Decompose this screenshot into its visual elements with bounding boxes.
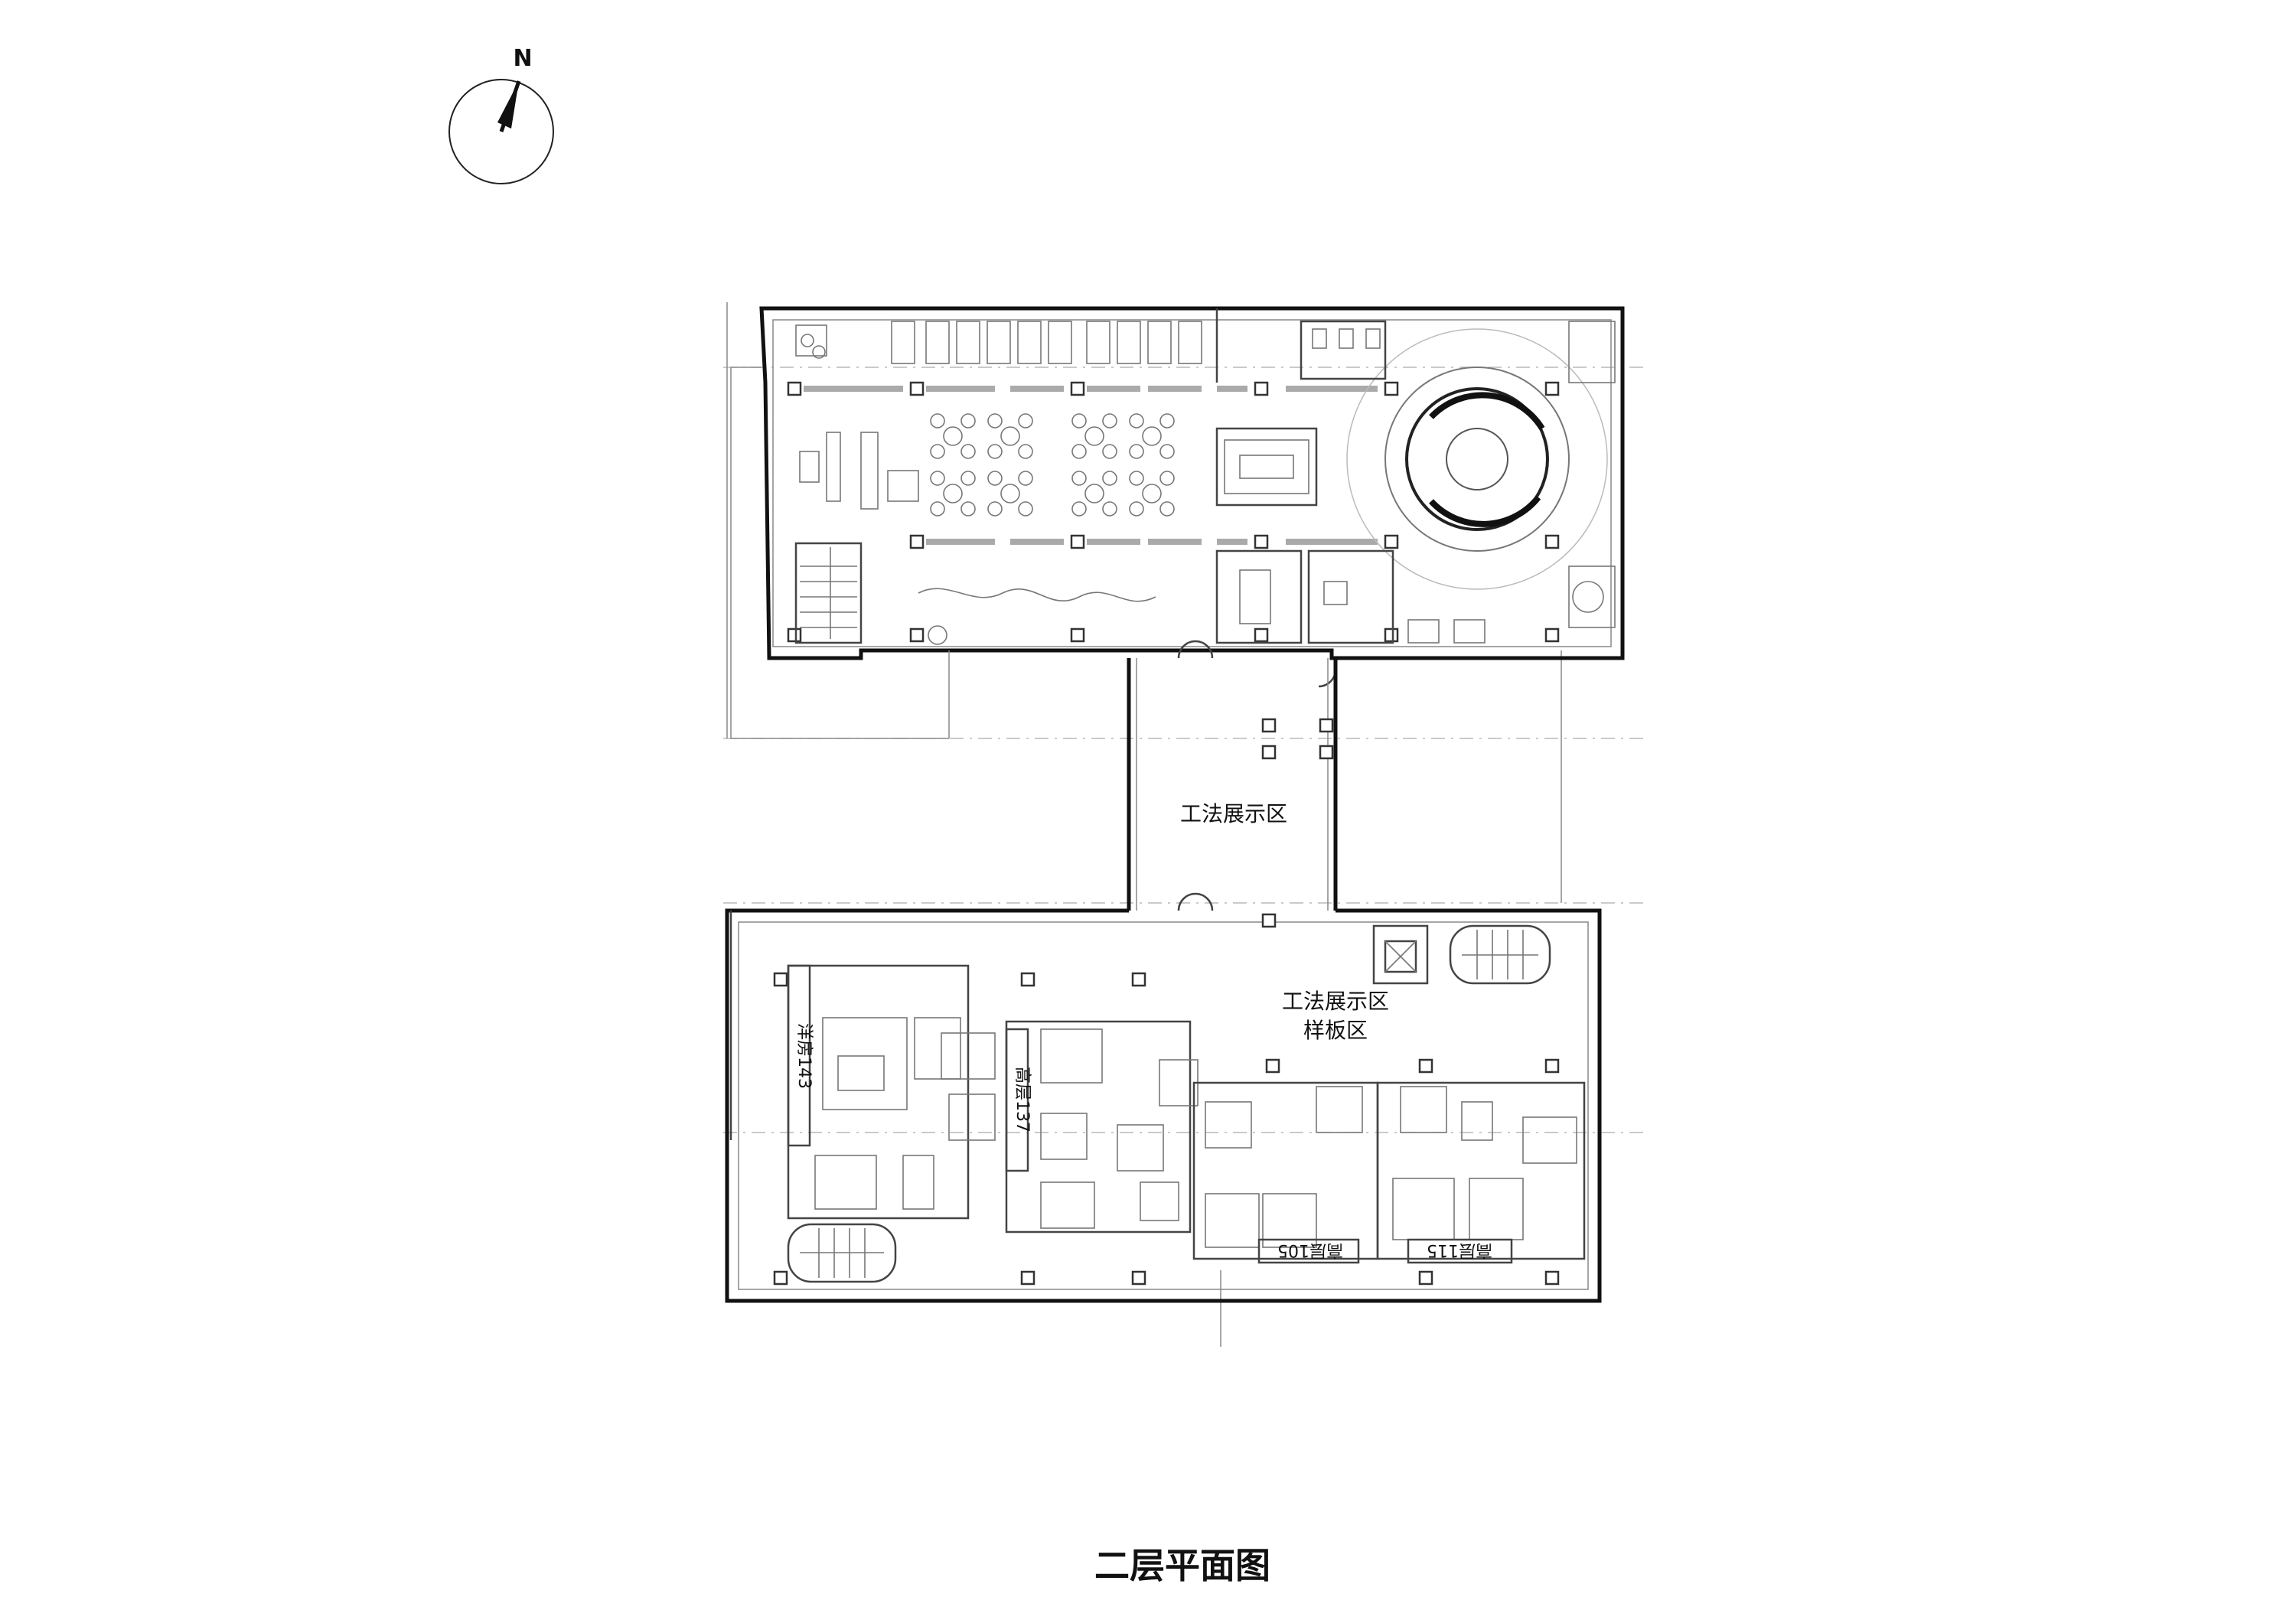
bridge-connector: 工法展示区 <box>1127 658 1338 911</box>
wavy-display-bench <box>918 588 1156 602</box>
unit-143-label: 洋房143 <box>794 1023 814 1089</box>
unit-143: 洋房143 <box>787 964 996 1220</box>
north-building <box>730 306 1625 739</box>
unit-105: 高层105 <box>1192 1081 1379 1264</box>
unit-115-label: 高层115 <box>1427 1240 1492 1260</box>
sand-table-model <box>1215 427 1318 507</box>
north-building-columns <box>787 381 1560 643</box>
unit-115: 高层115 <box>1376 1081 1586 1264</box>
unit-137: 高层137 <box>1005 1020 1199 1234</box>
east-offices <box>1215 320 1616 644</box>
top-window-modules <box>891 321 1202 364</box>
south-west-staircase <box>787 1223 897 1283</box>
cafe-tables <box>930 413 1175 517</box>
north-staircase <box>794 542 863 644</box>
south-core-elevator-stair <box>1372 924 1551 985</box>
north-compass: N <box>448 45 554 184</box>
north-building-beams <box>804 386 1378 545</box>
unit-137-label: 高层137 <box>1013 1067 1032 1133</box>
compass-north-label: N <box>513 45 532 72</box>
unit-105-label: 高层105 <box>1277 1240 1343 1260</box>
bridge-zone-label: 工法展示区 <box>1180 801 1287 826</box>
south-building: 洋房143 高层137 高层105 <box>725 908 1602 1303</box>
south-showcase-zone-label: 工法展示区 <box>1282 989 1389 1014</box>
spiral-staircase-rotunda <box>1346 328 1608 590</box>
south-building-columns <box>773 913 1560 1286</box>
sample-area-zone-label: 样板区 <box>1303 1018 1368 1043</box>
drawing-title: 二层平面图 <box>1094 1545 1270 1586</box>
reception-counter <box>795 324 919 510</box>
